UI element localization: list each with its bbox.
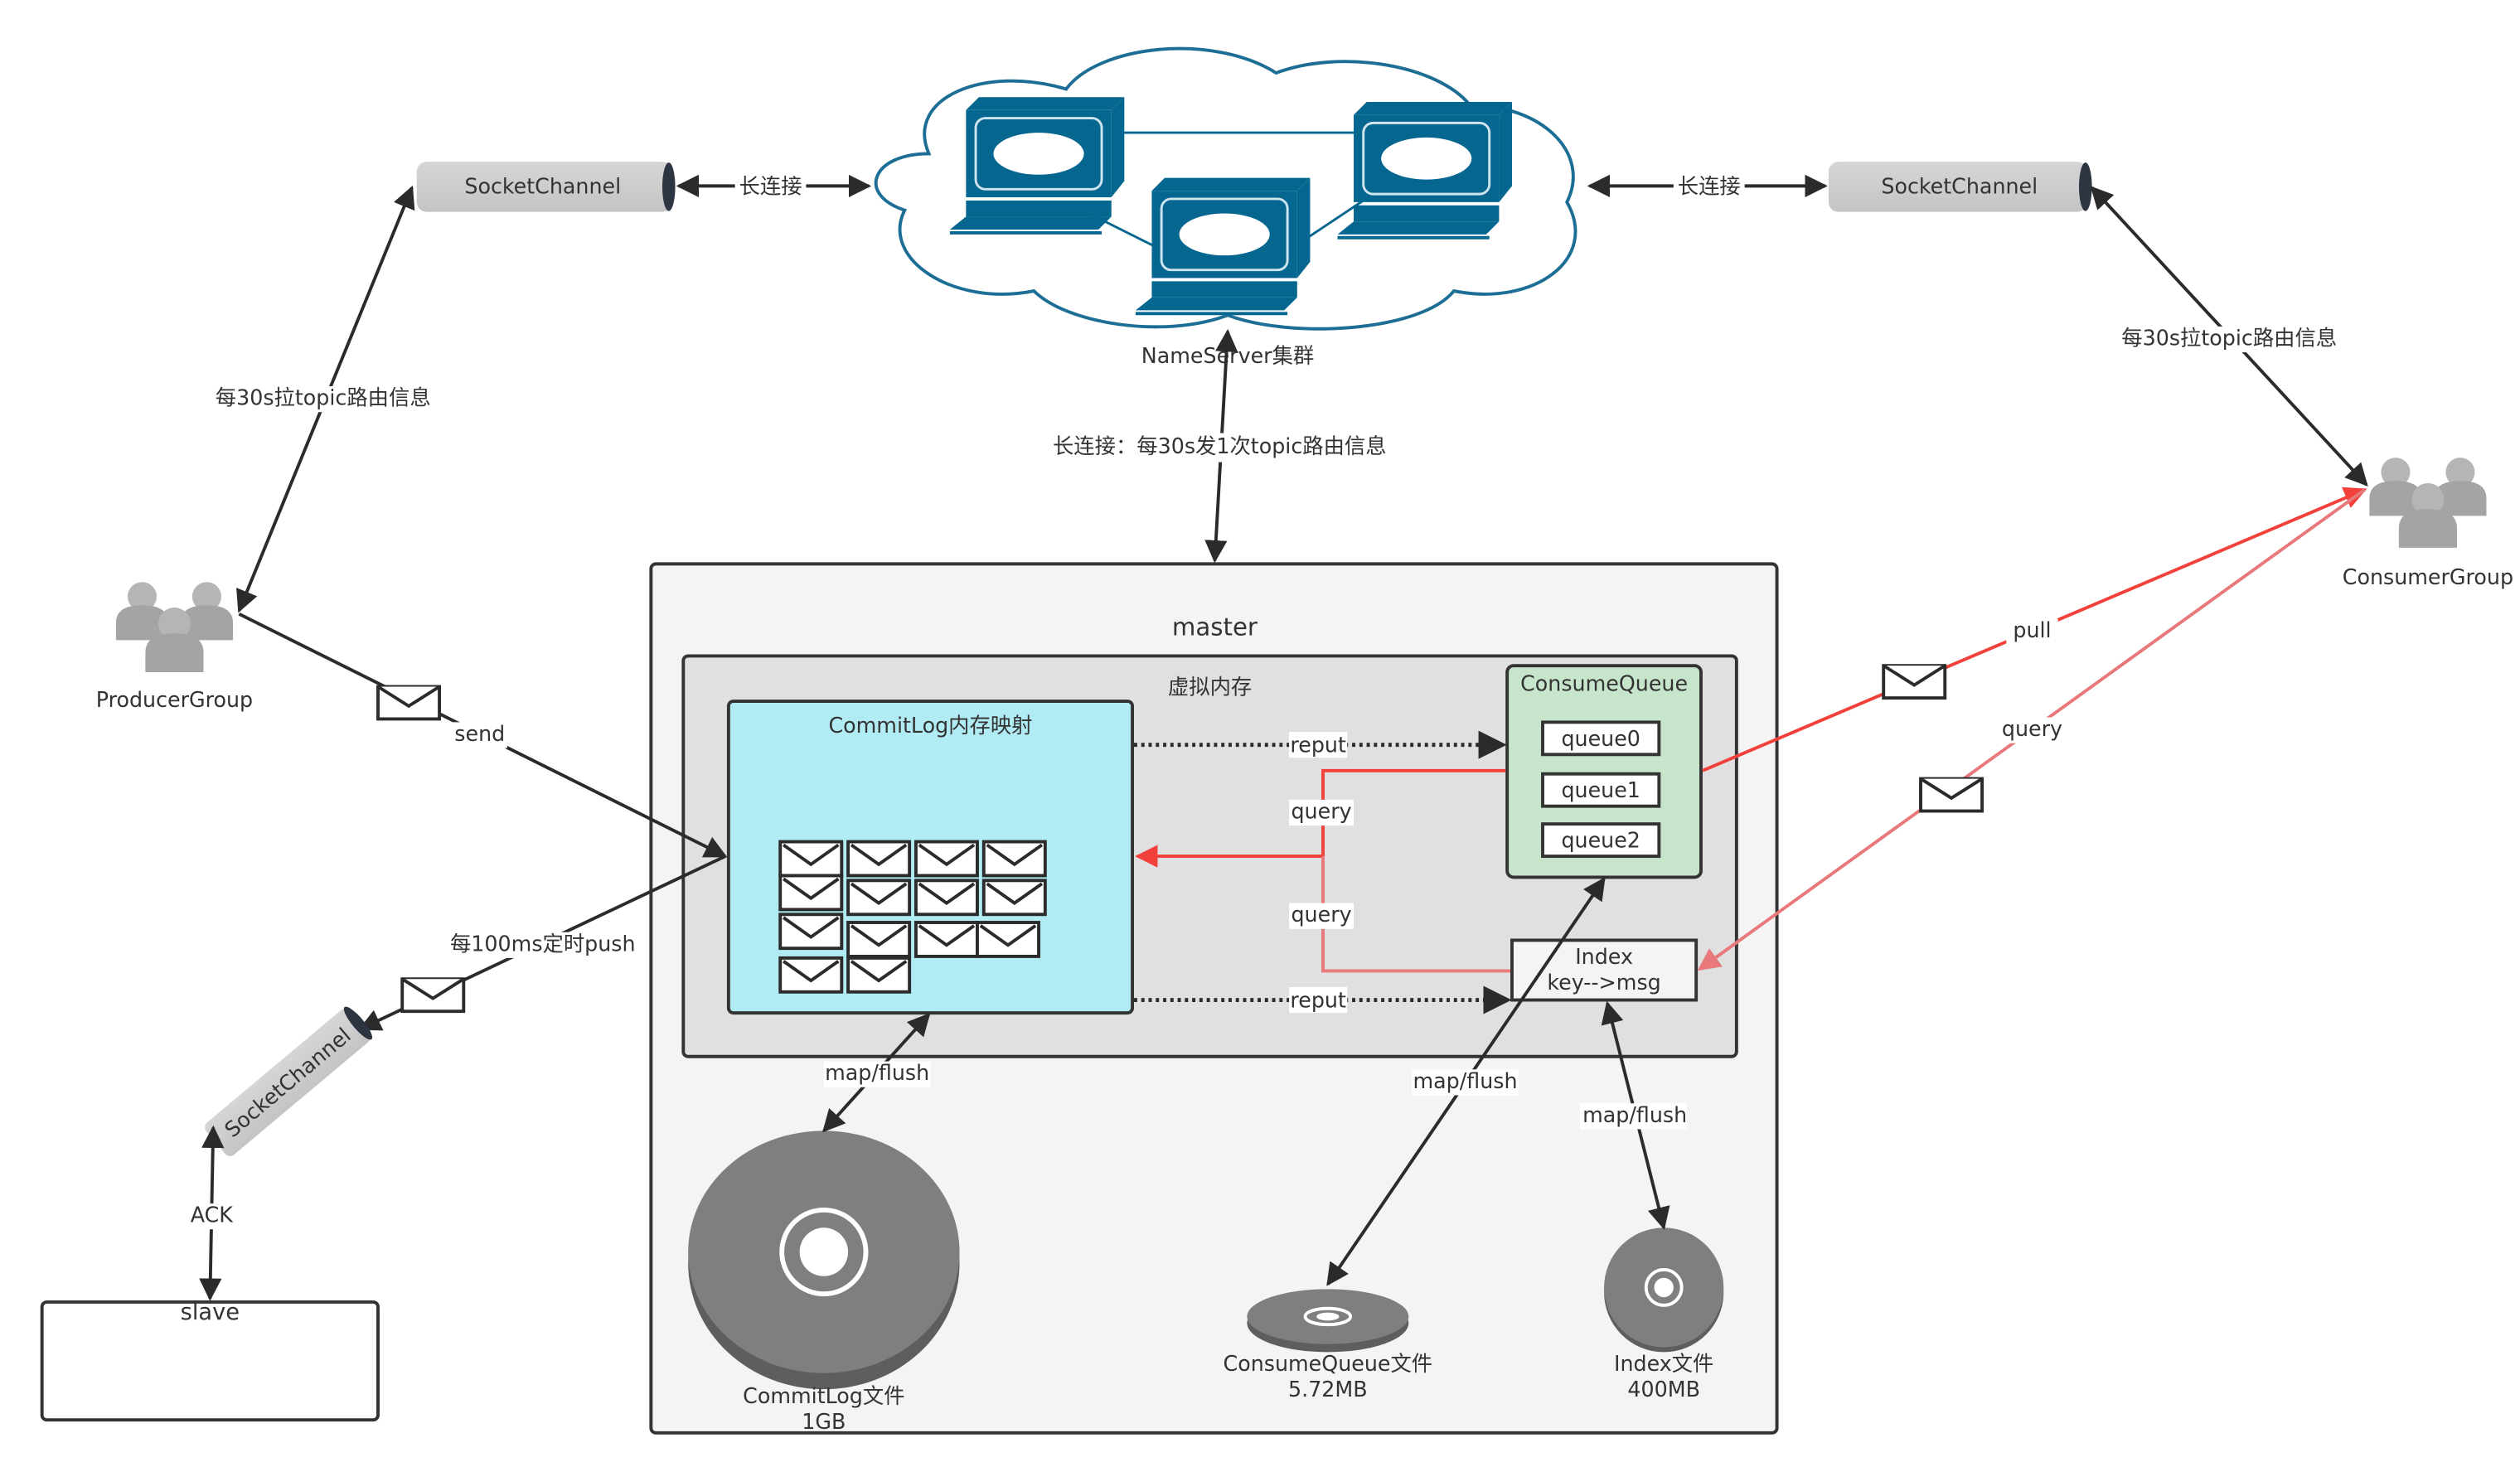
push-label: 每100ms定时push [450,931,636,956]
message-envelope-icon [778,956,844,994]
socketchannel-slave: SocketChannel [205,1006,373,1156]
producer-group-icon [116,582,233,672]
consumequeue-file-label: ConsumeQueue文件 [1224,1351,1433,1376]
consumer-route-label: 每30s拉topic路由信息 [2121,326,2337,351]
message-envelope-icon [914,840,979,878]
index-mapflush-label: map/flush [1582,1102,1687,1127]
queue1-box [1541,772,1661,808]
commitlog-mapflush-label: map/flush [825,1060,929,1085]
consumer-group-icon [2369,458,2486,548]
virtual-memory-label: 虚拟内存 [1168,674,1252,699]
commitlog-file-label: CommitLog文件 [743,1383,904,1408]
index-file-size: 400MB [1627,1377,1700,1402]
send-envelope-icon [376,685,441,721]
consumequeue-file-disk [1247,1289,1409,1353]
reput-label-2: reput [1290,987,1346,1012]
consumequeue-file-size: 5.72MB [1288,1377,1368,1402]
message-envelope-icon [778,913,844,951]
message-envelope-icon [914,921,979,958]
long-connection-label-left: 长连接 [739,173,802,198]
pull-envelope-icon [1882,664,1947,700]
consumer-query-label: query [2002,716,2062,741]
index-sub-label: key-->msg [1547,970,1660,995]
socketchannel-left-label: SocketChannel [464,173,621,198]
consumer-group-label: ConsumerGroup [2343,564,2513,589]
index-file-label: Index文件 [1614,1351,1713,1376]
queue2-box [1541,822,1661,859]
message-grid [778,840,1047,994]
queue0-label: queue0 [1561,726,1640,751]
pull-label: pull [2013,617,2051,642]
slave-label: slave [181,1300,240,1325]
index-label: Index [1575,944,1633,969]
commitlog-file-disk [688,1131,960,1390]
slave-box [40,1300,380,1422]
master-broker: master 虚拟内存 CommitLog内存映射 ConsumeQueue q… [649,562,1779,1435]
send-label: send [454,721,505,746]
message-envelope-icon [846,921,912,958]
index-file-disk [1604,1227,1724,1353]
producer-group-label: ProducerGroup [96,687,253,712]
producer-route-label: 每30s拉topic路由信息 [216,385,431,410]
query-envelope-icon [1919,777,1984,813]
message-envelope-icon [846,956,912,994]
queue1-label: queue1 [1561,777,1640,802]
socketchannel-left: SocketChannel [416,162,676,212]
broker-heartbeat-label: 长连接：每30s发1次topic路由信息 [1053,433,1387,458]
message-envelope-icon [914,879,979,917]
message-envelope-icon [778,840,844,878]
consumequeue-mapflush-label: map/flush [1413,1068,1517,1093]
commitlog-mmap-label: CommitLog内存映射 [828,713,1032,738]
query-label-2: query [1291,902,1351,927]
query-label-1: query [1291,798,1351,823]
socketchannel-slave-label: SocketChannel [220,1023,356,1142]
message-envelope-icon [981,879,1047,917]
reput-label-1: reput [1290,733,1346,758]
long-connection-label-right: 长连接 [1678,173,1741,198]
master-title: master [1172,612,1258,641]
push-envelope-icon [400,977,466,1014]
socketchannel-right: SocketChannel [1828,162,2092,212]
message-envelope-icon [981,840,1047,878]
server-icon [1335,100,1514,240]
consumequeue-label: ConsumeQueue [1520,671,1688,696]
queue2-label: queue2 [1561,828,1640,853]
message-envelope-icon [846,840,912,878]
nameserver-cluster: NameServer集群 [874,46,1577,368]
ack-label: ACK [191,1203,235,1227]
message-envelope-icon [976,921,1040,958]
commitlog-file-size: 1GB [802,1409,846,1434]
message-envelope-icon [846,879,912,917]
server-icon [947,95,1127,235]
queue0-box [1541,720,1661,757]
server-icon [1134,176,1312,316]
message-envelope-icon [778,874,844,912]
socketchannel-right-label: SocketChannel [1881,173,2038,198]
